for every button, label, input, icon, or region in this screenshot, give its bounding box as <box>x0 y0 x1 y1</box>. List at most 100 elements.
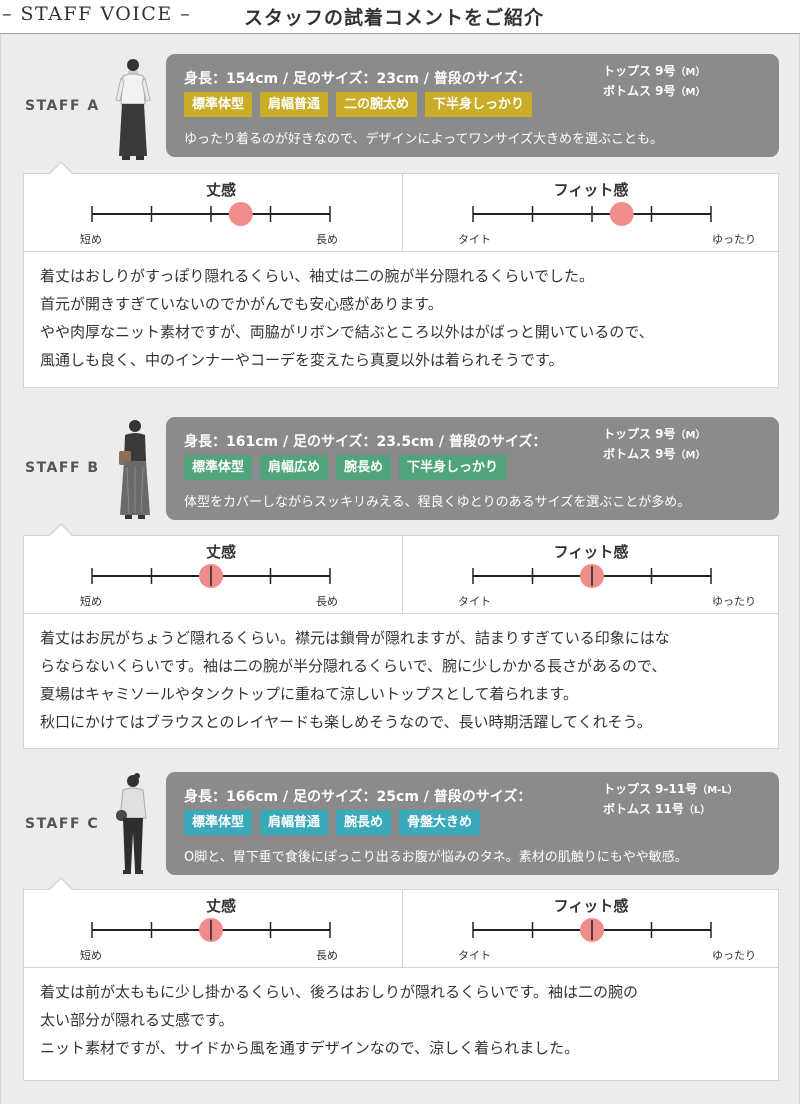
review-line: 首元が開きすぎていないのでかがんでも安心感があります。 <box>40 295 443 313</box>
staff-section-c: STAFF C 身長：166cm / 足のサイズ：25cm / 普段のサイズ： … <box>1 772 800 1104</box>
review-card: 丈感 短め 長め フィット感 <box>23 523 779 749</box>
length-max-label: 長め <box>316 949 338 962</box>
body-type-tag: 標準体型 <box>184 92 253 117</box>
fit-min-label: タイト <box>458 595 491 608</box>
usual-tops: トップス 9号 <box>603 64 676 78</box>
usual-tops: トップス 9-11号 <box>603 782 698 796</box>
body-type-tag: 標準体型 <box>184 455 253 480</box>
staff-info-box: 身長：166cm / 足のサイズ：25cm / 普段のサイズ： トップス 9-1… <box>166 772 779 875</box>
usual-bottoms: ボトムス 9号 <box>603 447 676 461</box>
length-scale-marker <box>228 202 253 226</box>
scale-divider <box>402 174 403 251</box>
body-type-tags: 標準体型 肩幅普通 二の腕太め 下半身しっかり <box>184 92 533 117</box>
body-type-tag: 下半身しっかり <box>425 92 533 117</box>
usual-size: トップス 9号（M） ボトムス 9号（M） <box>603 62 705 102</box>
rating-scales: 丈感 短め 長め フィット感 <box>24 174 778 252</box>
usual-bottoms-size: （L） <box>683 805 711 816</box>
usual-bottoms-size: （M） <box>675 87 706 98</box>
length-scale-track <box>91 202 331 226</box>
length-scale: 丈感 短め 長め <box>24 174 402 252</box>
staff-info-box: 身長：161cm / 足のサイズ：23.5cm / 普段のサイズ： トップス 9… <box>166 417 779 520</box>
usual-bottoms: ボトムス 11号 <box>603 802 684 816</box>
length-scale-title: 丈感 <box>205 543 236 561</box>
body-type-tag: 肩幅普通 <box>260 92 329 117</box>
staff-comment: ゆったり着るのが好きなので、デザインによってワンサイズ大きめを選ぶことも。 <box>184 132 664 147</box>
length-scale-track <box>91 918 331 942</box>
review-text: 着丈は前が太ももに少し掛かるくらい、後ろはおしりが隠れるくらいです。袖は二の腕の… <box>40 978 764 1062</box>
length-max-label: 長め <box>316 233 338 246</box>
fit-scale-title: フィット感 <box>553 181 629 199</box>
review-card: 丈感 短め 長め フィット感 <box>23 877 779 1081</box>
body-type-tag: 腕長め <box>336 810 392 835</box>
fit-max-label: ゆったり <box>712 595 756 608</box>
length-scale-track <box>91 564 331 588</box>
usual-bottoms: ボトムス 9号 <box>603 84 676 98</box>
length-scale-title: 丈感 <box>205 181 236 199</box>
length-scale: 丈感 短め 長め <box>24 890 402 968</box>
scale-divider <box>402 536 403 613</box>
usual-size: トップス 9号（M） ボトムス 9号（M） <box>603 425 705 465</box>
fit-min-label: タイト <box>458 949 491 962</box>
staff-comment: 体型をカバーしながらスッキリみえる、程良くゆとりのあるサイズを選ぶことが多め。 <box>184 495 691 510</box>
fit-scale-title: フィット感 <box>553 897 629 915</box>
usual-tops: トップス 9号 <box>603 427 676 441</box>
scale-divider <box>402 890 403 967</box>
fit-scale: フィット感 タイト ゆったり <box>402 890 780 968</box>
staff-figure-icon <box>119 420 150 519</box>
body-type-tag: 骨盤大きめ <box>399 810 481 835</box>
body-type-tag: 腕長め <box>336 455 392 480</box>
review-text: 着丈はお尻がちょうど隠れるくらい。襟元は鎖骨が隠れますが、詰まりすぎている印象に… <box>40 624 764 736</box>
header-title-ja: スタッフの試着コメントをご紹介 <box>244 7 545 29</box>
usual-tops-size: （M） <box>675 67 706 78</box>
usual-tops-size: （M） <box>675 430 706 441</box>
body-type-tag: 肩幅広め <box>260 455 329 480</box>
staff-info-box: 身長：154cm / 足のサイズ：23cm / 普段のサイズ： トップス 9号（… <box>166 54 779 157</box>
staff-section-a: STAFF A 身長：154cm / 足のサイズ：23cm / 普段のサイズ： … <box>1 54 800 414</box>
review-line: 夏場はキャミソールやタンクトップに重ねて涼しいトップスとして着られます。 <box>40 685 579 703</box>
fit-scale-title: フィット感 <box>553 543 629 561</box>
measurements: 身長：154cm / 足のサイズ：23cm / 普段のサイズ： <box>184 71 532 87</box>
staff-figure-icon <box>116 773 147 874</box>
staff-voice-panel: STAFF A 身長：154cm / 足のサイズ：23cm / 普段のサイズ： … <box>0 34 800 1104</box>
review-text: 着丈はおしりがすっぽり隠れるくらい、袖丈は二の腕が半分隠れるくらいでした。 首元… <box>40 262 764 374</box>
review-line: 着丈はお尻がちょうど隠れるくらい。襟元は鎖骨が隠れますが、詰まりすぎている印象に… <box>40 629 670 647</box>
review-card: 丈感 短め 長め フィット感 <box>23 161 779 388</box>
staff-label: STAFF B <box>25 460 100 476</box>
review-line: やや肉厚なニット素材ですが、両脇がリボンで結ぶところ以外はがばっと開いているので… <box>40 323 654 341</box>
measurements: 身長：166cm / 足のサイズ：25cm / 普段のサイズ： <box>184 789 532 805</box>
review-line: 秋口にかけてはブラウスとのレイヤードも楽しめそうなので、長い時期活躍してくれそう… <box>40 713 652 731</box>
fit-scale-marker <box>609 202 634 226</box>
fit-max-label: ゆったり <box>712 949 756 962</box>
length-scale: 丈感 短め 長め <box>24 536 402 614</box>
length-min-label: 短め <box>80 949 102 962</box>
body-type-tag: 標準体型 <box>184 810 253 835</box>
usual-tops-size: （M-L） <box>697 785 738 796</box>
review-line: 着丈はおしりがすっぽり隠れるくらい、袖丈は二の腕が半分隠れるくらいでした。 <box>40 267 594 285</box>
fit-scale-track <box>472 564 712 588</box>
review-line: 着丈は前が太ももに少し掛かるくらい、後ろはおしりが隠れるくらいです。袖は二の腕の <box>40 983 639 1001</box>
length-min-label: 短め <box>80 233 102 246</box>
body-type-tags: 標準体型 肩幅広め 腕長め 下半身しっかり <box>184 455 507 480</box>
fit-scale-track <box>472 918 712 942</box>
fit-min-label: タイト <box>458 233 491 246</box>
review-line: 風通しも良く、中のインナーやコーデを変えたら真夏以外は着られそうです。 <box>40 351 564 369</box>
review-line: 太い部分が隠れる丈感です。 <box>40 1011 234 1029</box>
review-line: らならないくらいです。袖は二の腕が半分隠れるくらいで、腕に少しかかる長さがあるの… <box>40 657 667 675</box>
length-max-label: 長め <box>316 595 338 608</box>
rating-scales: 丈感 短め 長め フィット感 <box>24 890 778 968</box>
length-min-label: 短め <box>80 595 102 608</box>
page-header: – STAFF VOICE – スタッフの試着コメントをご紹介 <box>0 0 800 34</box>
fit-scale: フィット感 タイト ゆったり <box>402 536 780 614</box>
body-type-tag: 下半身しっかり <box>399 455 507 480</box>
measurements: 身長：161cm / 足のサイズ：23.5cm / 普段のサイズ： <box>184 434 547 450</box>
body-type-tag: 肩幅普通 <box>260 810 329 835</box>
staff-figure-icon <box>115 59 151 160</box>
fit-scale: フィット感 タイト ゆったり <box>402 174 780 252</box>
length-scale-title: 丈感 <box>205 897 236 915</box>
usual-bottoms-size: （M） <box>675 450 706 461</box>
body-type-tags: 標準体型 肩幅普通 腕長め 骨盤大きめ <box>184 810 481 835</box>
usual-size: トップス 9-11号（M-L） ボトムス 11号（L） <box>603 780 738 820</box>
staff-label: STAFF C <box>25 816 100 832</box>
staff-comment: O脚と、胃下垂で食後にぽっこり出るお腹が悩みのタネ。素材の肌触りにもやや敏感。 <box>184 850 688 865</box>
rating-scales: 丈感 短め 長め フィット感 <box>24 536 778 614</box>
